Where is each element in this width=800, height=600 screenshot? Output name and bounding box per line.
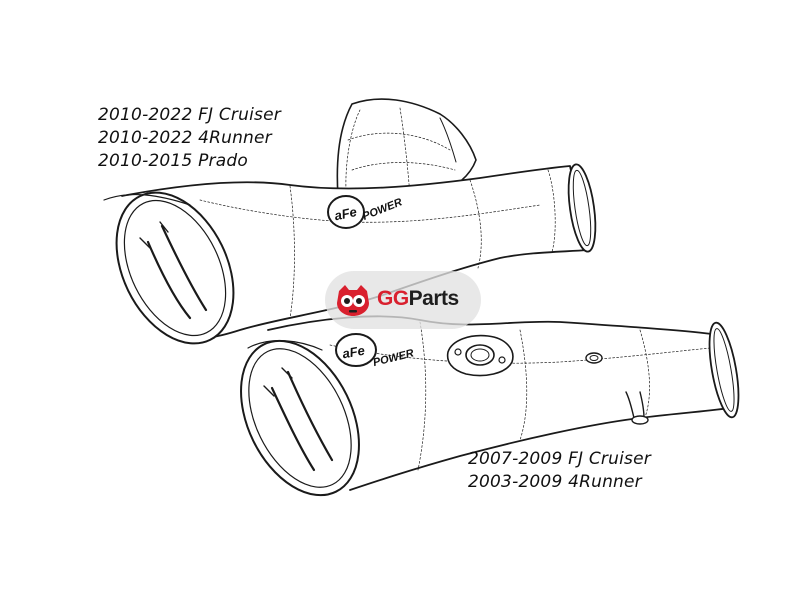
upper-fitment-list: 2010-2022 FJ Cruiser 2010-2022 4Runner 2… (98, 104, 281, 173)
lower-fitment-list: 2007-2009 FJ Cruiser 2003-2009 4Runner (468, 448, 651, 494)
fitment-line: 2007-2009 FJ Cruiser (468, 449, 651, 469)
fitment-line: 2010-2022 FJ Cruiser (98, 105, 281, 125)
fitment-line: 2003-2009 4Runner (468, 472, 642, 492)
watermark-prefix: GG (377, 287, 409, 310)
upper-intake-tube: aFe POWER (103, 98, 597, 345)
fitment-line: 2010-2022 4Runner (98, 128, 272, 148)
upper-afe-mark: aFe (333, 204, 358, 223)
lower-intake-tube: aFe POWER (240, 315, 740, 497)
sensor-port (446, 334, 514, 377)
fitment-line: 2010-2015 Prado (98, 151, 248, 171)
lower-afe-mark: aFe (341, 343, 366, 362)
vacuum-fittings (585, 352, 649, 425)
watermark-suffix: Parts (408, 287, 460, 310)
red-robot-face-icon (337, 285, 369, 316)
ggparts-watermark: GGParts (325, 271, 481, 329)
watermark-wordmark: GGParts (377, 287, 459, 311)
